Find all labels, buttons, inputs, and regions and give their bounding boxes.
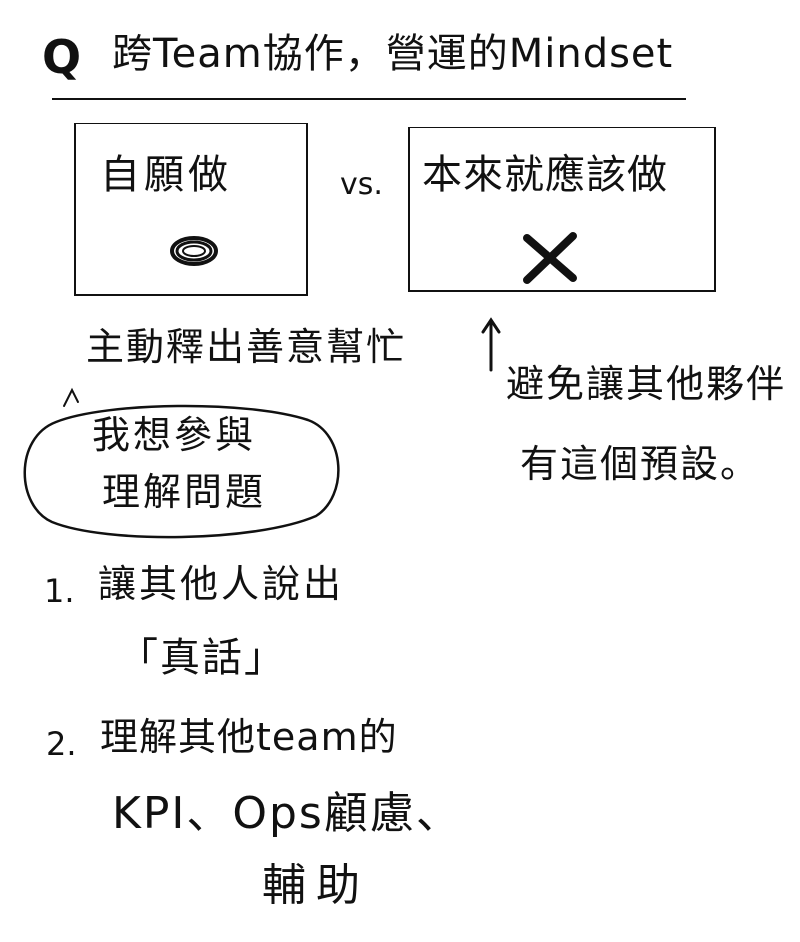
question-marker: Q — [42, 30, 82, 84]
bubble-line-2: 理解問題 — [102, 470, 267, 514]
list-item-continuation: KPI、Ops顧慮、 — [112, 788, 462, 839]
up-arrow-icon — [481, 317, 501, 372]
bubble-line-1: 我想參與 — [92, 413, 257, 457]
circle-mark-icon — [170, 236, 218, 266]
versus-label: vs. — [340, 167, 383, 202]
right-note-line-2: 有這個預設。 — [520, 442, 761, 486]
caret-icon — [63, 387, 79, 407]
title-underline — [52, 98, 686, 100]
list-item-continuation: 「真話」 — [118, 635, 286, 681]
list-item-number: 2. — [46, 725, 77, 763]
list-item-number: 1. — [44, 572, 75, 610]
left-note-text: 主動釋出善意幫忙 — [86, 325, 407, 369]
obligation-box — [408, 127, 716, 292]
voluntary-box — [74, 123, 308, 296]
cross-mark-icon — [523, 232, 577, 284]
thought-bubble — [23, 404, 340, 539]
list-item-text: 讓其他人說出 — [98, 562, 345, 606]
list-item-text: 理解其他team的 — [100, 715, 398, 759]
obligation-label: 本來就應該做 — [422, 152, 668, 198]
voluntary-label: 自願做 — [100, 152, 232, 198]
list-item-continuation: 輔助 — [262, 860, 370, 911]
page-title: 跨Team協作，營運的Mindset — [112, 31, 674, 77]
right-note-line-1: 避免讓其他夥伴 — [506, 362, 787, 406]
